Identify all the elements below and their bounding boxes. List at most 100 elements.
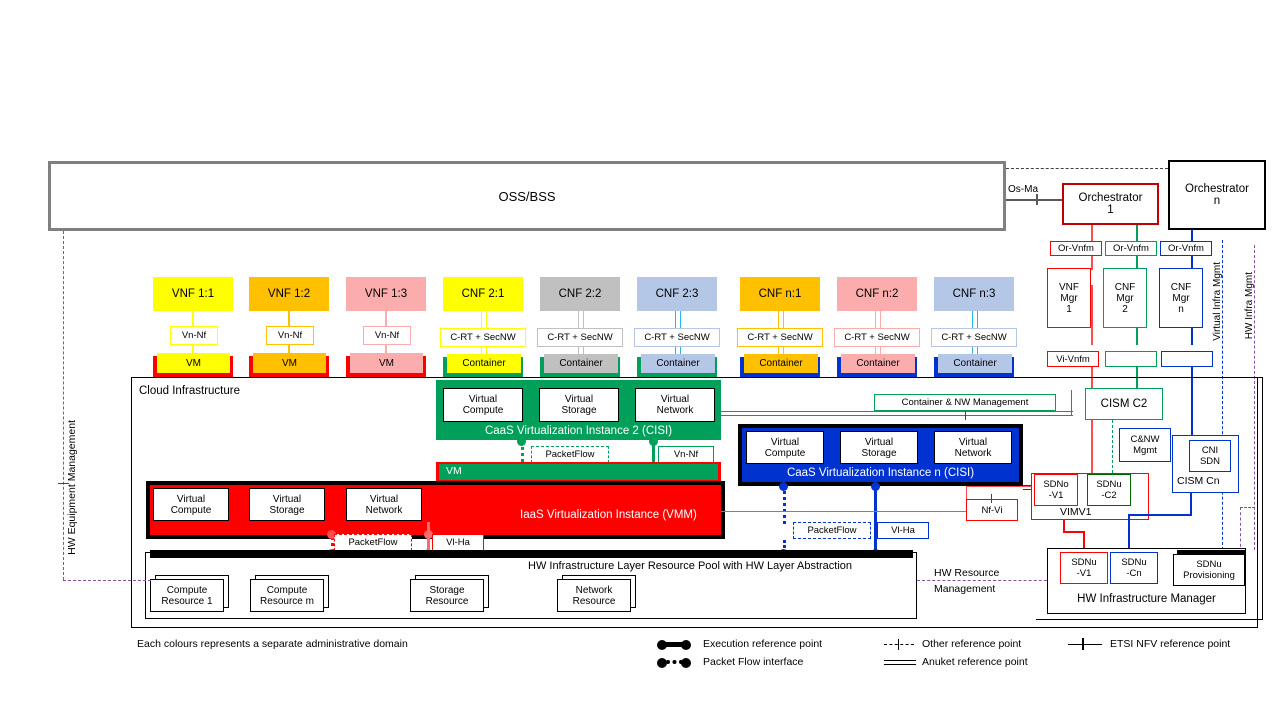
compute-resource-m: Compute Resource m bbox=[250, 579, 324, 612]
vnf-label-1: VNF 1:2 bbox=[267, 288, 311, 300]
cnf-host-5: Container bbox=[938, 354, 1012, 373]
cnf-label-2: CNF 2:3 bbox=[655, 288, 699, 300]
caas2-vs-l2: Storage bbox=[561, 405, 597, 416]
orchestrator-1-label: Orchestrator bbox=[1078, 192, 1143, 204]
cnf-mgr-n-box: CNF Mgr n bbox=[1159, 268, 1203, 328]
caasn-title: CaaS Virtualization Instance n (CISI) bbox=[742, 465, 1019, 481]
hw-pool-title: HW Infrastructure Layer Resource Pool wi… bbox=[528, 560, 853, 572]
nf-vi-tick bbox=[991, 494, 993, 503]
cnf-host-label-1: Container bbox=[559, 358, 603, 369]
caas2-vnnf-label: Vn-Nf bbox=[673, 449, 699, 460]
caasn-vs-l2: Storage bbox=[861, 447, 897, 459]
caas2-packetflow-box: PacketFlow bbox=[531, 446, 609, 463]
cnw-mgmt-box: C&NW Mgmt bbox=[1119, 428, 1171, 462]
caasn-vn-l2: Network bbox=[954, 447, 992, 459]
iaas-packetflow-dotted bbox=[331, 490, 334, 552]
green-trunk-vertical-3 bbox=[1136, 355, 1138, 390]
container-nw-mgmt-label: Container & NW Management bbox=[901, 397, 1029, 408]
cnf-host-1: Container bbox=[544, 354, 618, 373]
cnf-mgr-n-l2: Mgr bbox=[1172, 292, 1190, 304]
anuket-green-rail-bottom bbox=[721, 415, 1073, 416]
legend-note: Each colours represents a separate admin… bbox=[137, 638, 408, 650]
caasn-vlha-line bbox=[874, 486, 877, 556]
cnf-mgr-2-l3: 2 bbox=[1122, 303, 1128, 315]
cismcn-to-hwmgr-blue-3 bbox=[1128, 514, 1130, 554]
virtual-infra-mgmt-dashed bbox=[1222, 240, 1223, 550]
cnf-box-4: CNF n:2 bbox=[837, 277, 917, 311]
hw-equipment-mgmt-dashed-v bbox=[63, 231, 64, 580]
cnf-box-2: CNF 2:3 bbox=[637, 277, 717, 311]
virtual-infra-mgmt-label: Virtual Infra Mgmt bbox=[1212, 262, 1223, 341]
vimv1-label: VIMV1 bbox=[1060, 506, 1092, 518]
caas2-title-label: CaaS Virtualization Instance 2 (CISI) bbox=[484, 425, 673, 437]
cnf-mgr-n-l3: n bbox=[1178, 303, 1184, 315]
vnf-iface-label-0: Vn-Nf bbox=[181, 330, 207, 341]
cnf-mgr-2-l2: Mgr bbox=[1116, 292, 1134, 304]
vimv1-to-hwmgr-red-2 bbox=[1063, 531, 1085, 533]
sdno-v1-box: SDNo -V1 bbox=[1034, 474, 1078, 506]
sdno-v1-l1: SDNo bbox=[1043, 479, 1069, 490]
iaas-container bbox=[150, 485, 721, 535]
caas2-vnnf-line bbox=[652, 440, 655, 482]
hw-resource-mgmt-l1: HW Resource bbox=[934, 567, 1000, 579]
caas2-virtual-compute: Virtual Compute bbox=[443, 388, 523, 422]
sdnu-c2-l1: SDNu bbox=[1096, 479, 1122, 490]
vnf-host-label-0: VM bbox=[186, 357, 201, 369]
caasn-packetflow-dotted-2 bbox=[783, 540, 786, 554]
cism-c2-box: CISM C2 bbox=[1085, 388, 1163, 420]
vnf-host-1: VM bbox=[253, 353, 326, 373]
caasn-vlha-label: Vl-Ha bbox=[891, 525, 915, 536]
compute-resource-1: Compute Resource 1 bbox=[150, 579, 224, 612]
vnf-box-1: VNF 1:2 bbox=[249, 277, 329, 311]
cnf-iface-label-4: C-RT + SecNW bbox=[844, 332, 910, 343]
legend-other-tick bbox=[898, 639, 900, 650]
cnf-host-label-3: Container bbox=[759, 358, 803, 369]
legend-pf-dot-right bbox=[681, 658, 691, 668]
legend-anuket-line-bottom bbox=[884, 664, 916, 665]
cnf-host-label-5: Container bbox=[953, 358, 997, 369]
cloud-infrastructure-title: Cloud Infrastructure bbox=[139, 385, 240, 397]
caasn-vlha-box: Vl-Ha bbox=[877, 522, 929, 539]
red-trunk-vertical-2 bbox=[1091, 285, 1093, 345]
hw-infra-mgmt-dashed bbox=[1254, 245, 1255, 550]
vnf-label-0: VNF 1:1 bbox=[171, 288, 215, 300]
network-resource-l1: Network bbox=[575, 584, 613, 596]
caasn-vlha-dot-top bbox=[871, 482, 880, 491]
hw-infra-manager-title: HW Infrastructure Manager bbox=[1077, 593, 1216, 605]
cismcn-to-hwmgr-blue-2 bbox=[1128, 514, 1192, 516]
cloud-infrastructure-box bbox=[131, 377, 1258, 628]
or-vnfm-green-label: Or-Vnfm bbox=[1113, 243, 1149, 254]
vnf-host-0: VM bbox=[157, 353, 230, 373]
vnf-host-2: VM bbox=[350, 353, 423, 373]
cni-sdn-l2: SDN bbox=[1199, 456, 1221, 467]
compute-resource-1-l1: Compute bbox=[166, 584, 208, 596]
caasn-packetflow-dot-top bbox=[779, 482, 788, 491]
orchestrator-1-index: 1 bbox=[1107, 204, 1114, 216]
network-resource: Network Resource bbox=[557, 579, 631, 612]
hw-resource-mgmt-dashed bbox=[917, 580, 1057, 581]
blue-trunk-vertical-3 bbox=[1191, 355, 1193, 465]
caas2-vn-l2: Network bbox=[656, 405, 694, 416]
cnf-box-5: CNF n:3 bbox=[934, 277, 1014, 311]
mgmt-column-frame bbox=[1036, 377, 1263, 620]
iaas-vlha-dot-top bbox=[424, 530, 433, 539]
iaas-packetflow-label: PacketFlow bbox=[348, 537, 398, 548]
storage-resource: Storage Resource bbox=[410, 579, 484, 612]
vnf-mgr-1-l1: VNF bbox=[1059, 281, 1079, 293]
compute-resource-m-l2: Resource m bbox=[260, 595, 314, 607]
or-vnfm-blue: Or-Vnfm bbox=[1160, 241, 1212, 256]
vnf-mgr-1-l3: 1 bbox=[1066, 303, 1072, 315]
cnf-mgr-2-l1: CNF bbox=[1114, 281, 1136, 293]
ossbss-label: OSS/BSS bbox=[498, 188, 556, 204]
cismcn-to-hwmgr-blue-1 bbox=[1190, 493, 1192, 515]
legend-label-etsi: ETSI NFV reference point bbox=[1110, 638, 1231, 650]
caas2-vm-label: VM bbox=[446, 465, 462, 477]
orchestrator-1-box: Orchestrator 1 bbox=[1062, 183, 1159, 225]
caasn-virtual-compute: Virtual Compute bbox=[746, 431, 824, 464]
os-ma-tick bbox=[1036, 194, 1038, 205]
container-nw-mgmt-box: Container & NW Management bbox=[874, 394, 1056, 411]
legend-etsi-tick bbox=[1082, 638, 1084, 650]
cnf-iface-label-5: C-RT + SecNW bbox=[941, 332, 1007, 343]
vnf-mgr-1-l2: Mgr bbox=[1060, 292, 1078, 304]
hw-infra-mgmt-label: HW Infra Mgmt bbox=[1244, 272, 1255, 340]
